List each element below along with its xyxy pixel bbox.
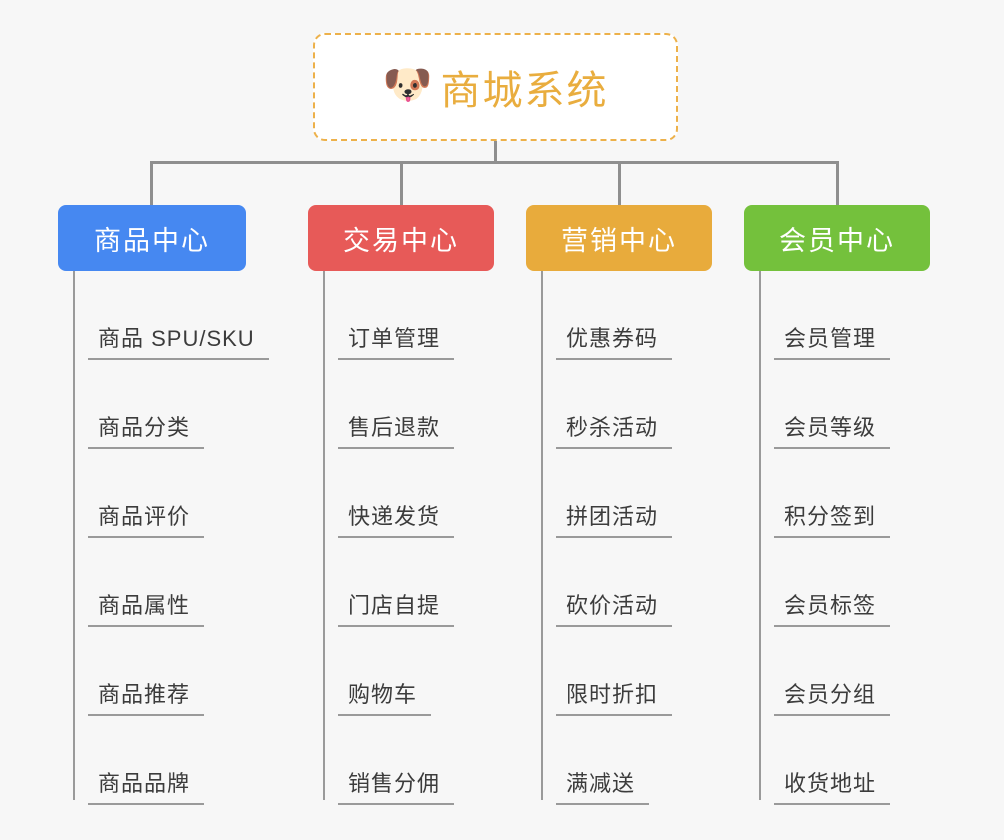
list-item-label: 积分签到 — [784, 504, 877, 529]
list-item[interactable]: 拼团活动 — [541, 449, 712, 538]
list-item-label: 秒杀活动 — [566, 415, 659, 440]
list-item[interactable]: 满减送 — [541, 716, 712, 805]
list-item-label: 快递发货 — [348, 504, 441, 529]
list-item[interactable]: 会员分组 — [759, 627, 930, 716]
connector-root-stem — [494, 141, 497, 164]
list-item[interactable]: 订单管理 — [323, 271, 494, 360]
list-item-label: 门店自提 — [348, 593, 441, 618]
list-item[interactable]: 商品品牌 — [73, 716, 246, 805]
list-item[interactable]: 砍价活动 — [541, 538, 712, 627]
branch-header-product-center[interactable]: 商品中心 — [58, 205, 246, 271]
root-node[interactable]: 🐶 商城系统 — [313, 33, 678, 141]
list-item[interactable]: 会员等级 — [759, 360, 930, 449]
list-item-label: 商品品牌 — [98, 771, 191, 796]
list-item-label: 销售分佣 — [348, 771, 441, 796]
list-item-label: 商品属性 — [98, 593, 191, 618]
branch-product-center: 商品中心 商品 SPU/SKU 商品分类 商品评价 商品属性 商品推荐 商品品牌 — [58, 205, 269, 805]
connector-drop-2 — [400, 161, 403, 205]
list-item[interactable]: 快递发货 — [323, 449, 494, 538]
branch-title: 营销中心 — [561, 225, 677, 256]
list-item-label: 购物车 — [348, 682, 418, 707]
branch-items-marketing-center: 优惠券码 秒杀活动 拼团活动 砍价活动 限时折扣 满减送 — [526, 271, 712, 805]
branch-member-center: 会员中心 会员管理 会员等级 积分签到 会员标签 会员分组 收货地址 — [744, 205, 930, 805]
list-item[interactable]: 商品属性 — [73, 538, 246, 627]
list-item-label: 会员等级 — [784, 415, 877, 440]
list-item[interactable]: 商品评价 — [73, 449, 246, 538]
list-item-label: 砍价活动 — [566, 593, 659, 618]
list-item[interactable]: 商品 SPU/SKU — [73, 271, 269, 360]
list-item[interactable]: 购物车 — [323, 627, 494, 716]
branch-header-trade-center[interactable]: 交易中心 — [308, 205, 494, 271]
branch-spine — [759, 271, 761, 800]
list-item[interactable]: 收货地址 — [759, 716, 930, 805]
list-item[interactable]: 门店自提 — [323, 538, 494, 627]
list-item-label: 商品评价 — [98, 504, 191, 529]
list-item[interactable]: 会员管理 — [759, 271, 930, 360]
branch-title: 交易中心 — [343, 225, 459, 256]
list-item[interactable]: 售后退款 — [323, 360, 494, 449]
branch-header-marketing-center[interactable]: 营销中心 — [526, 205, 712, 271]
list-item-label: 商品分类 — [98, 415, 191, 440]
list-item[interactable]: 限时折扣 — [541, 627, 712, 716]
branch-items-member-center: 会员管理 会员等级 积分签到 会员标签 会员分组 收货地址 — [744, 271, 930, 805]
list-item[interactable]: 秒杀活动 — [541, 360, 712, 449]
branch-spine — [323, 271, 325, 800]
list-item[interactable]: 销售分佣 — [323, 716, 494, 805]
list-item-label: 优惠券码 — [566, 326, 659, 351]
list-item-label: 限时折扣 — [566, 682, 659, 707]
list-item[interactable]: 积分签到 — [759, 449, 930, 538]
list-item-label: 订单管理 — [348, 326, 441, 351]
connector-horizontal-bus — [150, 161, 839, 164]
branch-header-member-center[interactable]: 会员中心 — [744, 205, 930, 271]
list-item-label: 满减送 — [566, 771, 636, 796]
list-item-label: 商品推荐 — [98, 682, 191, 707]
connector-drop-4 — [836, 161, 839, 205]
list-item-label: 售后退款 — [348, 415, 441, 440]
list-item[interactable]: 商品推荐 — [73, 627, 246, 716]
list-item-label: 商品 SPU/SKU — [98, 326, 255, 351]
branch-spine — [73, 271, 75, 800]
list-item[interactable]: 优惠券码 — [541, 271, 712, 360]
root-title: 商城系统 — [440, 69, 609, 113]
list-item-label: 拼团活动 — [566, 504, 659, 529]
list-item-label: 会员标签 — [784, 593, 877, 618]
branch-items-product-center: 商品 SPU/SKU 商品分类 商品评价 商品属性 商品推荐 商品品牌 — [58, 271, 269, 805]
branch-trade-center: 交易中心 订单管理 售后退款 快递发货 门店自提 购物车 销售分佣 — [308, 205, 494, 805]
connector-drop-1 — [150, 161, 153, 205]
branch-marketing-center: 营销中心 优惠券码 秒杀活动 拼团活动 砍价活动 限时折扣 满减送 — [526, 205, 712, 805]
list-item[interactable]: 会员标签 — [759, 538, 930, 627]
branch-spine — [541, 271, 543, 800]
branch-title: 商品中心 — [94, 225, 210, 256]
list-item-label: 收货地址 — [784, 771, 877, 796]
list-item-label: 会员分组 — [784, 682, 877, 707]
branch-items-trade-center: 订单管理 售后退款 快递发货 门店自提 购物车 销售分佣 — [308, 271, 494, 805]
dog-face-icon: 🐶 — [382, 63, 433, 107]
list-item[interactable]: 商品分类 — [73, 360, 246, 449]
branch-title: 会员中心 — [779, 225, 895, 256]
connector-drop-3 — [618, 161, 621, 205]
list-item-label: 会员管理 — [784, 326, 877, 351]
